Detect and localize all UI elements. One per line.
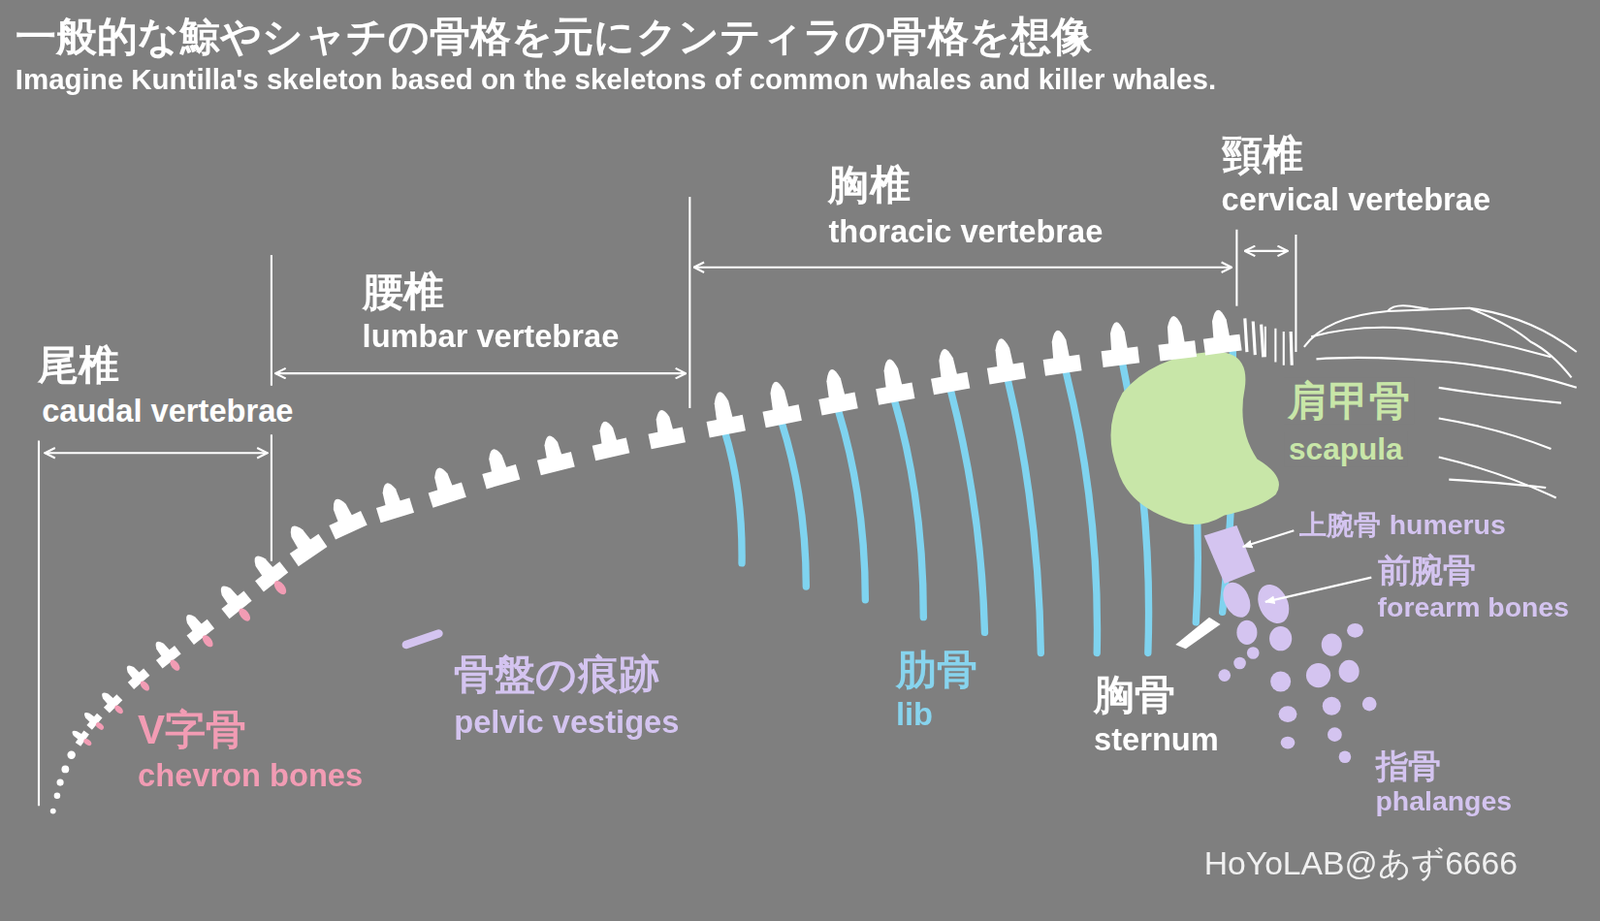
vertebra [813,365,859,416]
spinous-process [1165,315,1185,346]
spinous-process [653,408,673,433]
region-label: 尾椎 [37,342,120,389]
bone-label: lib [896,697,933,735]
spinous-process [541,434,562,460]
chevron-bone [271,578,288,598]
title: 一般的な鯨やシャチの骨格を元にクンティラの骨格を想像 [15,12,1092,60]
dimension-brackets [38,196,1296,806]
chevron-bone [138,679,152,693]
vertebra [757,378,802,428]
vertebra [320,492,367,541]
vertebra [587,417,630,462]
vertebra [1199,307,1243,355]
spinous-process [597,419,618,446]
vertebra [243,546,298,604]
vertebra [210,577,260,631]
spinous-process [881,357,903,388]
chevron-bone [236,606,253,623]
vertebra [1097,320,1140,368]
chevron-bone [168,658,183,673]
tail-vertebra [54,793,62,800]
vertebra [1039,327,1083,377]
bone-label: scapula [1284,431,1408,467]
bone-label: 上腕骨 humerus [1299,510,1506,543]
pelvic-vestige [406,633,440,645]
bone-label: 肋骨 [896,645,978,693]
spinous-process [431,465,453,491]
skull-outline [1265,305,1577,498]
vertebra [532,431,576,476]
subtitle: Imagine Kuntilla's skeleton based on the… [15,63,1216,96]
spinous-process [485,447,508,473]
spinous-process [99,690,115,705]
region-label: caudal vertebrae [37,392,298,430]
tail-vertebra [61,766,69,774]
vertebra [926,346,970,396]
vertebral-column [50,307,1243,814]
spinous-process [379,480,401,507]
vertebra [370,478,415,523]
bone-label: pelvic vestiges [453,704,679,741]
vertebra [421,462,467,509]
spinous-process [328,496,352,523]
spinous-process [767,380,789,412]
spinous-process [152,639,170,658]
cervical-vertebrae [1245,318,1292,365]
region-label: 胸椎 [828,160,910,208]
vertebra [278,516,328,567]
tail-vertebra [66,750,75,759]
bone-label: V字骨 [137,705,247,753]
vertebra [476,444,520,489]
spinous-process [1108,320,1128,352]
spinous-process [992,337,1014,368]
chevron-bone [200,633,216,649]
bone-label: 前腕骨 [1377,551,1476,590]
sternum-bone [1175,617,1220,650]
region-label: 頸椎 [1221,130,1304,178]
vertebra [96,686,129,720]
spinous-process [823,367,845,399]
spinous-process [182,611,202,633]
spinous-process [1049,329,1070,360]
region-label: thoracic vertebrae [828,214,1103,252]
bone-label: chevron bones [137,758,363,796]
bone-label: 胸骨 [1093,671,1176,718]
tail-vertebra [57,779,64,787]
vertebra [701,388,746,439]
bone-label: 肩甲骨 [1283,377,1415,424]
vertebra [1154,314,1197,362]
spinous-process [82,710,96,723]
vertebra [67,725,96,751]
chevron-bone [95,721,106,732]
spinous-process [70,729,83,740]
chevron-bone [113,704,126,716]
spinous-process [711,390,734,422]
spinous-process [286,522,312,550]
vertebra [147,635,189,678]
spinous-process [217,582,239,606]
vertebra [119,659,157,698]
spinous-process [935,347,958,378]
bone-label: 骨盤の痕跡 [453,650,660,698]
scapula-bone [1111,352,1280,525]
vertebra [177,607,223,655]
leader-lines [1243,530,1373,603]
flipper-bones [1204,525,1377,764]
bone-label: phalanges [1376,785,1513,818]
bone-label: forearm bones [1377,591,1569,624]
bone-label: 指骨 [1376,747,1441,786]
region-label: 腰椎 [362,267,445,315]
spinous-process [250,552,274,577]
vertebra [870,355,915,406]
spinous-process [124,663,140,680]
bone-label: sternum [1093,722,1219,760]
region-label: cervical vertebrae [1221,181,1491,219]
tail-vertebra [50,808,57,815]
region-label: lumbar vertebrae [362,318,620,355]
spinous-process [1210,309,1231,340]
chevron-bone [82,737,93,748]
watermark: HoYoLAB@あず6666 [1204,844,1518,883]
vertebra [643,406,686,449]
vertebra [982,335,1026,384]
